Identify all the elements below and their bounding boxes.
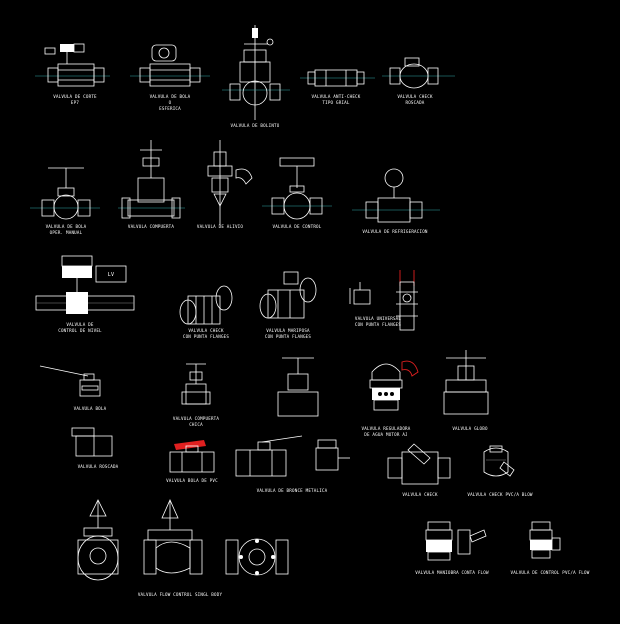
label-bola-1: VALVULA DE BOLA <box>150 94 191 99</box>
valve-bola-pvc-symbol <box>169 440 215 473</box>
label-corte-2: EP7 <box>71 100 79 105</box>
label-reguladora-2: DE AGUA MOTOR AJ <box>364 432 408 437</box>
label-control-flow: VALVULA DE CONTROL PVC/A FLOW <box>511 570 590 575</box>
valve-control-nivel-symbol: LV <box>35 255 135 314</box>
label-control-nivel-2: CONTROL DE NIVEL <box>58 328 102 333</box>
valve-control-flow-symbol <box>529 521 561 559</box>
valve-check-roscada-symbol <box>382 57 455 89</box>
valve-flow-control-side <box>143 499 203 575</box>
label-bola-manual-2: OPER. MANUAL <box>50 230 83 235</box>
valve-flow-control-top <box>225 538 289 576</box>
valve-bola-esferica-symbol <box>130 44 210 87</box>
label-control: VALVULA DE CONTROL <box>273 224 322 229</box>
valve-compuerta-chica-symbol <box>181 363 211 405</box>
svg-text:LV: LV <box>108 272 114 278</box>
label-check-bridas-1: VALVULA CHECK <box>188 328 224 333</box>
label-antichk-2: TIPO GRIAL <box>322 100 349 105</box>
valve-check-c-symbol <box>387 443 451 485</box>
valve-flow-control-front <box>77 499 119 581</box>
valve-compuerta-symbol <box>118 140 185 219</box>
valve-bola-manual-symbol <box>30 167 100 220</box>
valve-check-pvc-symbol <box>483 445 515 477</box>
label-reguladora-1: VALVULA REGULADORA <box>362 426 411 431</box>
label-bolinto: VALVULA DE BOLINTO <box>231 123 280 128</box>
label-globo: VALVULA GLOBO <box>452 426 488 431</box>
label-roscada: VALVULA ROSCADA <box>78 464 119 469</box>
valve-roscada-symbol <box>71 427 113 457</box>
valve-alivio-symbol <box>207 140 253 225</box>
valve-refrigeracion-symbol <box>352 168 440 223</box>
label-compuerta: VALVULA COMPUERTA <box>128 224 175 229</box>
valve-reguladora-symbol <box>369 360 419 411</box>
label-check-c: VALVULA CHECK <box>402 492 438 497</box>
label-alivio: VALVULA DE ALIVIO <box>197 224 244 229</box>
label-check-roscada-1: VALVULA CHECK <box>397 94 433 99</box>
label-control-nivel-1: VALVULA DE <box>66 322 93 327</box>
valve-bolinto-symbol <box>222 25 290 120</box>
label-mariposa-2: CON PUNTA FLANGES <box>265 334 312 339</box>
label-refrigeracion: VALVULA DE REFRIGERACION <box>362 229 428 234</box>
valve-control-symbol <box>262 157 332 220</box>
label-check-roscada-2: ROSCADA <box>405 100 424 105</box>
label-bronce: VALVULA DE BRONCE METALICA <box>257 488 328 493</box>
label-compuerta-chica-2: CHICA <box>189 422 203 427</box>
label-bola-3: ESFERICA <box>159 106 181 111</box>
label-bola-2: O <box>169 100 172 105</box>
label-compuerta-chica-1: VALVULA COMPUERTA <box>173 416 220 421</box>
label-universal-2: CON PUNTA FLANGES <box>355 322 402 327</box>
label-bola-pvc: VALVULA BOLA DE PVC <box>166 478 218 483</box>
label-check-bridas-2: CON PUNTA FLANGES <box>183 334 230 339</box>
valve-corte-symbol <box>35 43 110 87</box>
label-antichk-1: VALVULA ANTI-CHECK <box>312 94 361 99</box>
valve-antichk-symbol <box>300 69 375 87</box>
label-corte-1: VALVULA DE CORTE <box>53 94 97 99</box>
label-check-pvc: VALVULA CHECK PVC/A BLOW <box>467 492 533 497</box>
label-universal-1: VALVULA UNIVERSAL <box>355 316 402 321</box>
valve-bronce-symbol <box>235 435 350 477</box>
valve-bola-lever-symbol <box>39 365 101 397</box>
label-bola-manual-1: VALVULA DE BOLA <box>46 224 87 229</box>
label-flow-control: VALVULA FLOW CONTROL SINGL BODY <box>138 592 223 597</box>
valve-maniobra-symbol <box>425 521 487 561</box>
label-bola-small: VALVULA BOLA <box>74 406 107 411</box>
valve-globo-symbol <box>443 350 489 415</box>
valve-check-bridas-symbol <box>179 285 233 325</box>
valve-mariposa-symbol <box>259 271 317 319</box>
valve-globo-center-symbol <box>277 357 319 417</box>
label-maniobra: VALVULA MANIOBRA CONTA FLOW <box>415 570 489 575</box>
label-mariposa-1: VALVULA MARIPOSA <box>266 328 310 333</box>
valve-universal-symbol <box>349 270 418 331</box>
